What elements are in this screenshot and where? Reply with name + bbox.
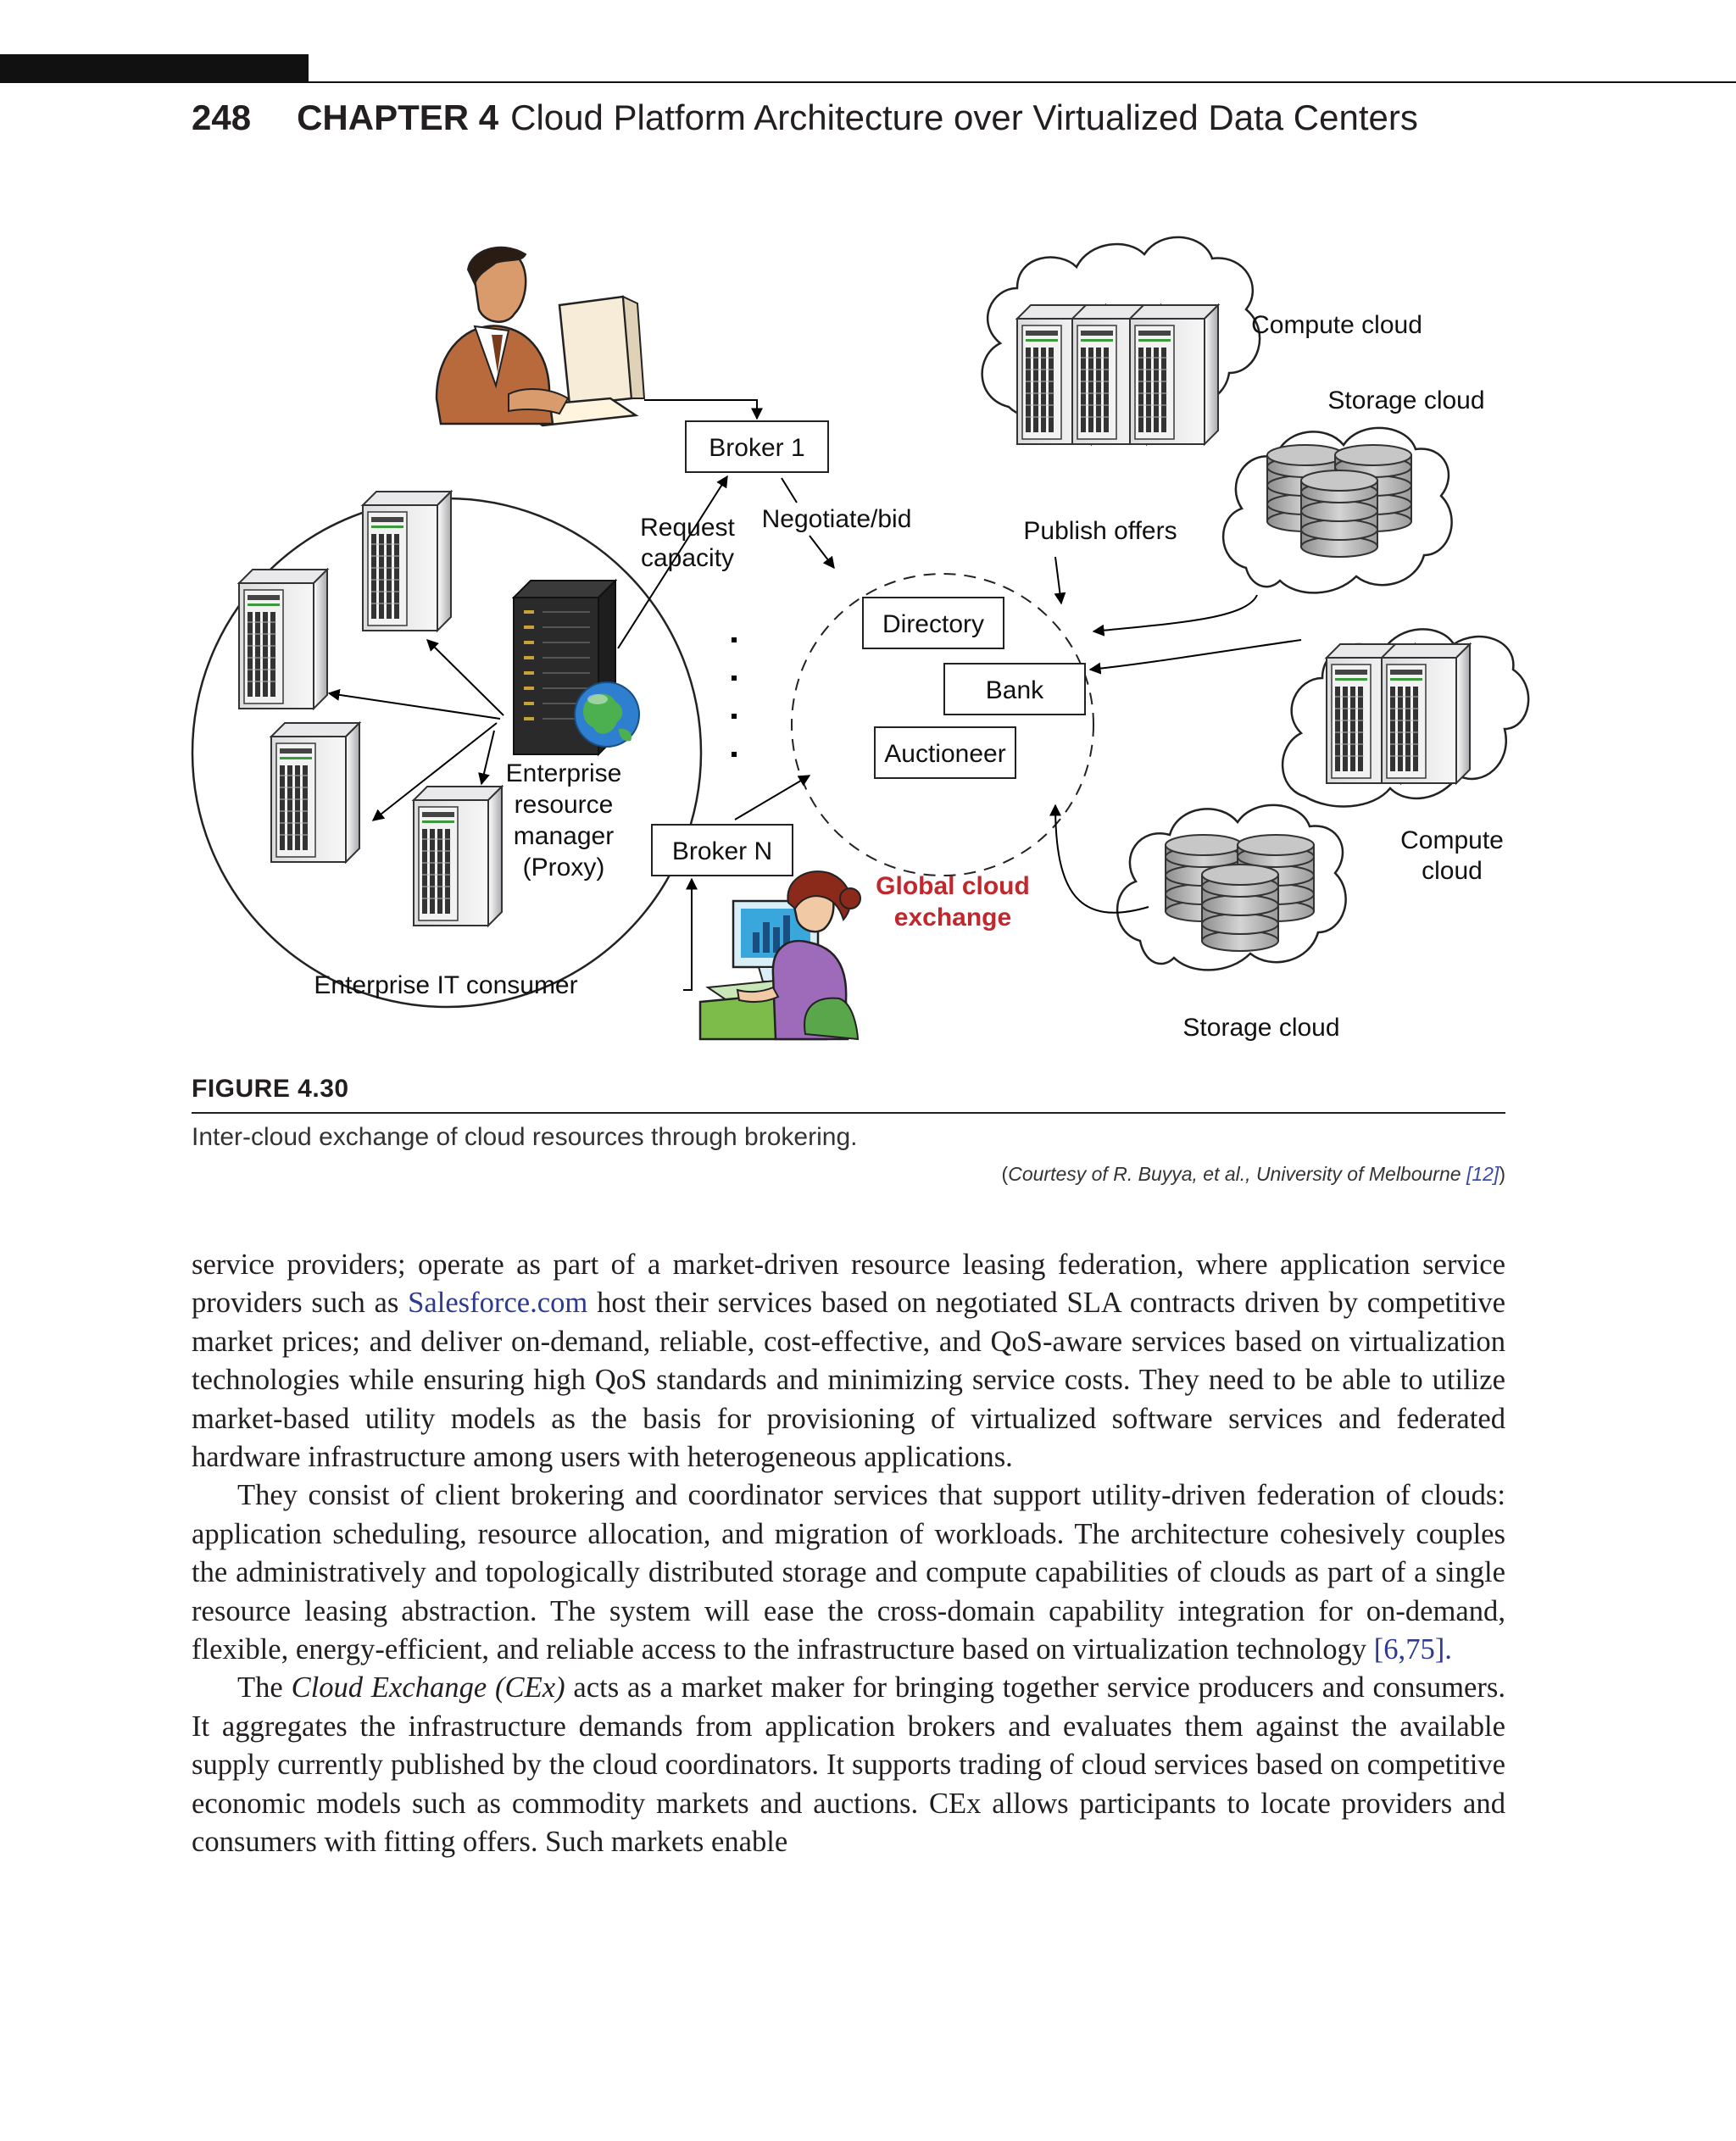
credit-open-paren: (: [1001, 1163, 1009, 1185]
directory-label: Directory: [882, 610, 984, 638]
chapter-label: CHAPTER 4: [297, 97, 499, 137]
chapter-title: Cloud Platform Architecture over Virtual…: [510, 97, 1418, 137]
paragraph-1-text-b: host their services based on negotiated …: [192, 1287, 1505, 1474]
compute-cloud-middle-label-1: Compute: [1400, 826, 1504, 854]
bank-box: [943, 663, 1086, 715]
compute-cloud-top-label: Compute cloud: [1251, 311, 1422, 339]
paragraph-1: service providers; operate as part of a …: [192, 1246, 1505, 1476]
compute-cloud-top: [981, 236, 1261, 445]
auctioneer-box: [874, 726, 1016, 779]
operator-user-icon: [698, 870, 861, 1041]
publish-offers-label: Publish offers: [1023, 517, 1177, 545]
paragraph-2: They consist of client brokering and coo…: [192, 1476, 1505, 1669]
global-cloud-exchange-boundary: [791, 573, 1094, 876]
paragraph-2-text: They consist of client brokering and coo…: [192, 1479, 1505, 1666]
figure-credit: (Courtesy of R. Buyya, et al., Universit…: [1002, 1163, 1505, 1186]
erm-label-1: Enterprise: [506, 759, 622, 787]
global-cloud-exchange-label-1: Global cloud: [876, 872, 1030, 900]
paragraph-1-text-a: service providers; operate as part of a …: [192, 1248, 1505, 1320]
erm-label-4: (Proxy): [523, 854, 605, 881]
broker-1-box: [685, 420, 829, 473]
header-bar: [0, 54, 309, 83]
figure-label: FIGURE 4.30: [192, 1075, 349, 1103]
figure-rule: [192, 1112, 1505, 1114]
business-user-icon: [435, 246, 646, 427]
request-label: Request: [640, 514, 735, 542]
credit-close-paren: ): [1499, 1163, 1505, 1185]
enterprise-it-consumer-label: Enterprise IT consumer: [314, 971, 577, 999]
auctioneer-label: Auctioneer: [884, 740, 1005, 768]
globe-icon: [574, 681, 640, 748]
figure-caption: Inter-cloud exchange of cloud resources …: [192, 1123, 858, 1151]
paragraph-3: The Cloud Exchange (CEx) acts as a marke…: [192, 1669, 1505, 1861]
cloud-exchange-term: Cloud Exchange (CEx): [291, 1671, 565, 1704]
connector-arrows: [327, 399, 1302, 991]
capacity-label: capacity: [641, 544, 734, 572]
paragraph-3-text-a: The: [237, 1671, 292, 1704]
broker-ellipsis: [732, 637, 737, 757]
storage-cloud-bottom: [1116, 804, 1347, 971]
figure-4-30-diagram: Broker 1 Request capacity Negotiate/bid …: [191, 236, 1530, 1042]
page-number: 248: [192, 97, 252, 137]
broker-n-label: Broker N: [672, 837, 772, 865]
broker-1-label: Broker 1: [709, 434, 804, 462]
storage-cloud-top-label: Storage cloud: [1327, 386, 1484, 414]
compute-cloud-middle-label-2: cloud: [1422, 857, 1483, 885]
credit-text: Courtesy of R. Buyya, et al., University…: [1008, 1163, 1466, 1185]
paragraph-3-text-b: acts as a market maker for bringing toge…: [192, 1671, 1505, 1859]
credit-reference-link[interactable]: [12]: [1466, 1163, 1500, 1185]
erm-label-2: resource: [515, 791, 614, 819]
proxy-server-icon: [511, 578, 618, 757]
storage-cloud-bottom-label: Storage cloud: [1182, 1014, 1339, 1042]
broker-n-box: [651, 824, 793, 876]
erm-label-3: manager: [514, 822, 614, 850]
directory-box: [862, 597, 1004, 649]
enterprise-servers: [238, 491, 503, 926]
compute-cloud-middle: [1281, 628, 1530, 808]
negotiate-bid-label: Negotiate/bid: [762, 505, 912, 533]
bank-label: Bank: [986, 676, 1044, 704]
body-text: service providers; operate as part of a …: [192, 1246, 1505, 1862]
storage-cloud-top: [1221, 426, 1453, 594]
salesforce-link[interactable]: Salesforce.com: [408, 1287, 588, 1320]
header-rule: [309, 81, 1736, 83]
global-cloud-exchange-label-2: exchange: [894, 904, 1011, 931]
running-head: 248 CHAPTER 4 Cloud Platform Architecture …: [192, 95, 1418, 141]
reference-6-75-link[interactable]: [6,75].: [1373, 1633, 1452, 1666]
